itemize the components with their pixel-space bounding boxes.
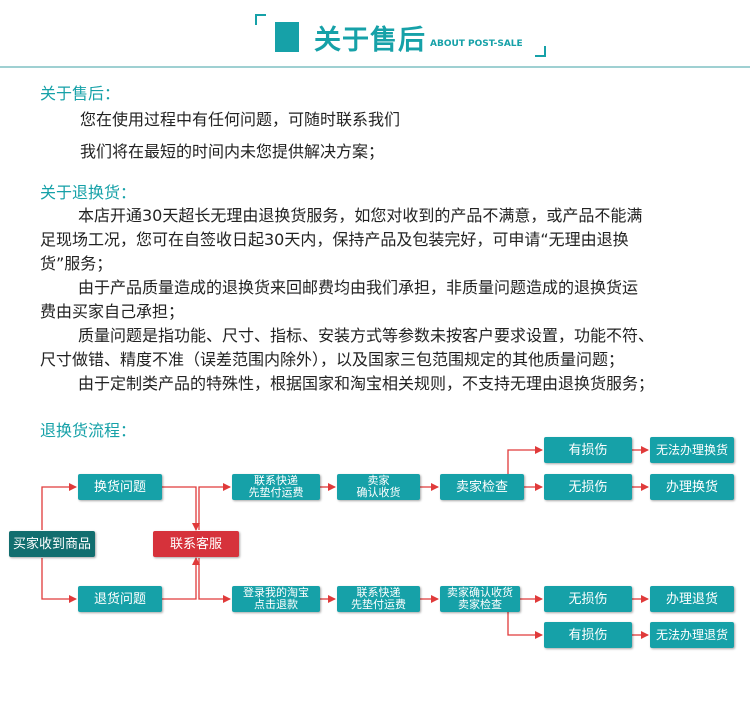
flow-re-yes-box: 办理退货 [650, 586, 734, 612]
flow-ex-ship-box: 联系快递 先垫付运费 [232, 474, 320, 500]
returns-line: 货”服务； [40, 254, 113, 273]
arrow-contact-relogin [198, 558, 231, 603]
arrow-contact-exship [198, 483, 231, 530]
page-title: 关于售后 [314, 25, 426, 56]
arrow-return-contact [162, 557, 200, 600]
flow-contact-box: 联系客服 [153, 531, 239, 557]
after-sale-title: 关于售后： [40, 84, 121, 103]
flow-ex-ship-line1: 联系快递 [254, 474, 298, 487]
flow-return-box: 退货问题 [78, 586, 162, 612]
arrow-start-exchange [41, 483, 77, 530]
header-bracket-left [255, 14, 266, 25]
flow-re-seller-line2: 卖家检查 [458, 598, 502, 611]
arrow-reseller-damaged [507, 612, 543, 639]
flow-re-damaged-box: 有损伤 [544, 622, 632, 648]
returns-title: 关于退换货： [40, 183, 137, 202]
page-subtitle: ABOUT POST-SALE [430, 39, 523, 49]
flow-ex-no-box: 无法办理换货 [650, 437, 734, 463]
returns-line: 由于定制类产品的特殊性，根据国家和淘宝相关规则，不支持无理由退换货服务； [78, 374, 655, 393]
flow-exchange-box: 换货问题 [78, 474, 162, 500]
after-sale-line: 您在使用过程中有任何问题，可随时联系我们 [80, 110, 401, 129]
flow-ex-ship-line2: 先垫付运费 [248, 486, 304, 499]
header-square [275, 22, 299, 52]
flow-ex-seller-line2: 确认收货 [356, 486, 401, 499]
flow-ex-damaged-box: 有损伤 [544, 437, 632, 463]
flow-re-login-line2: 点击退款 [254, 598, 298, 611]
flow-ex-yes-box: 办理换货 [650, 474, 734, 500]
returns-line: 费由买家自己承担； [40, 302, 185, 321]
arrow-start-return [41, 558, 77, 603]
returns-line: 尺寸做错、精度不准（误差范围内除外），以及国家三包范围规定的其他质量问题； [40, 350, 625, 369]
flow-ex-undamaged-box: 无损伤 [544, 474, 632, 500]
header-divider [0, 66, 750, 68]
flow-re-login-line1: 登录我的淘宝 [243, 586, 309, 599]
header-bracket-right [535, 46, 546, 57]
after-sale-line: 我们将在最短的时间内未您提供解决方案； [80, 142, 385, 161]
flow-re-no-box: 无法办理退货 [650, 622, 734, 648]
flow-ex-check-box: 卖家检查 [440, 474, 524, 500]
returns-line: 足现场工况，您可在自签收日起30天内，保持产品及包装完好，可申请“无理由退换 [40, 230, 629, 249]
flow-re-seller-line1: 卖家确认收货 [447, 586, 513, 599]
returns-line: 质量问题是指功能、尺寸、指标、安装方式等参数未按客户要求设置，功能不符、 [78, 326, 655, 345]
flow-re-ship-line2: 先垫付运费 [351, 598, 406, 611]
flow-re-ship-box: 联系快递 先垫付运费 [337, 586, 420, 612]
flow-re-seller-box: 卖家确认收货 卖家检查 [440, 586, 520, 612]
returns-line: 本店开通30天超长无理由退换货服务，如您对收到的产品不满意，或产品不能满 [78, 206, 643, 225]
flow-re-login-box: 登录我的淘宝 点击退款 [232, 586, 320, 612]
flow-ex-seller-box: 卖家 确认收货 [337, 474, 420, 500]
returns-line: 由于产品质量造成的退换货来回邮费均由我们承担，非质量问题造成的退换货运 [78, 278, 639, 297]
flow-re-ship-line1: 联系快递 [356, 586, 401, 599]
flow-re-undamaged-box: 无损伤 [544, 586, 632, 612]
flow-start-box: 买家收到商品 [9, 531, 95, 557]
arrow-exchange-contact [162, 486, 200, 531]
flow-ex-seller-line1: 卖家 [367, 474, 390, 487]
flow-title: 退换货流程： [40, 421, 137, 440]
